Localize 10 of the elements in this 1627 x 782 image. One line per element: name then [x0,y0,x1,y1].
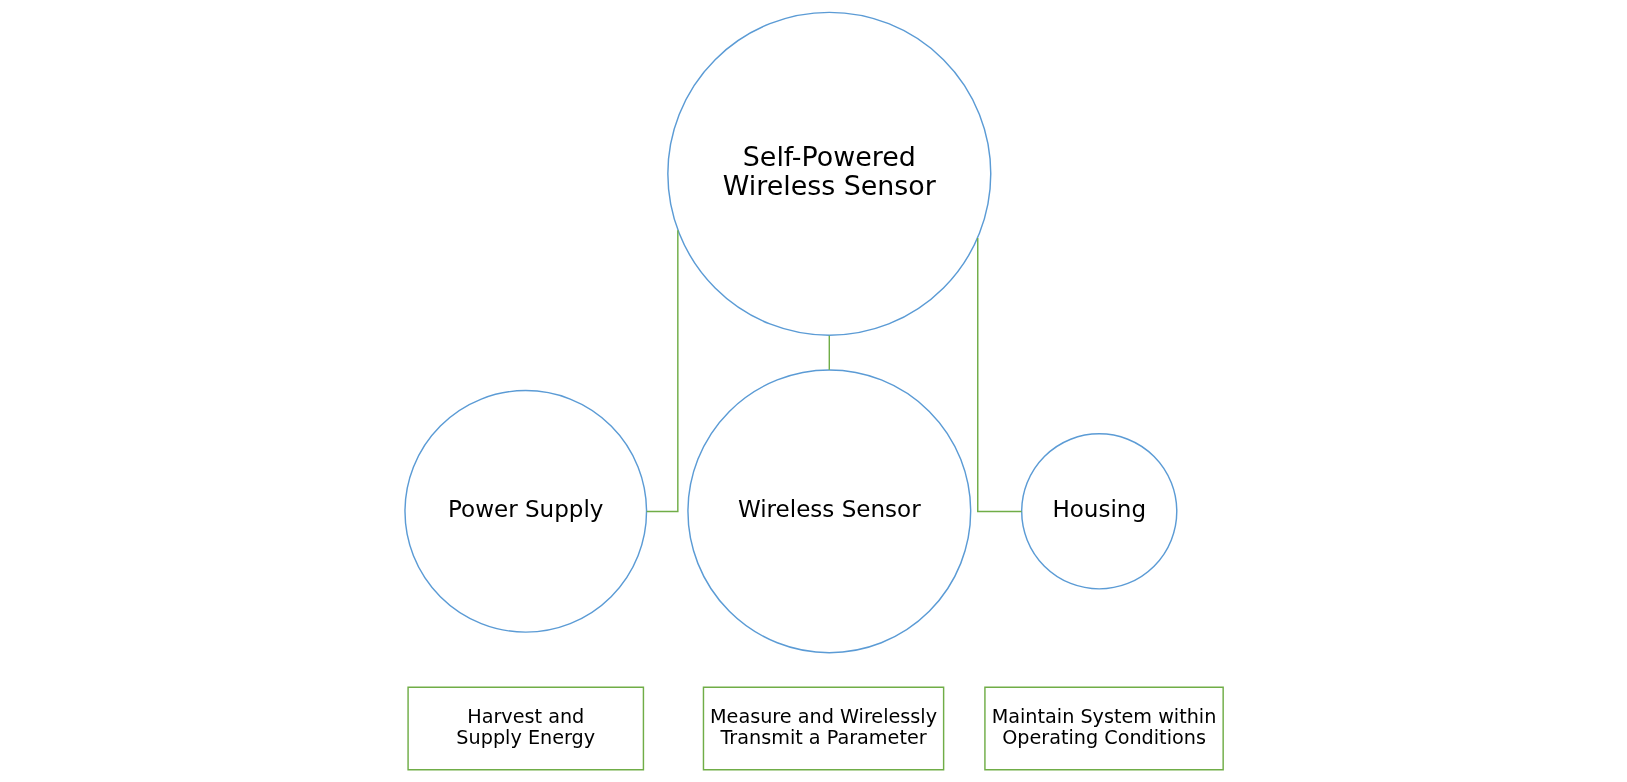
node-box: Maintain System within Operating Conditions [983,686,1224,771]
node-circle: Housing [1020,433,1177,590]
connector [645,229,679,513]
node-box: Harvest and Supply Energy [406,686,644,771]
node-box: Measure and Wirelessly Transmit a Parameter [702,686,944,771]
node-circle: Wireless Sensor [686,369,971,654]
node-circle: Power Supply [403,389,647,633]
connector [828,334,830,371]
node-circle: Self-Powered Wireless Sensor [666,11,991,336]
connector [976,237,1022,513]
